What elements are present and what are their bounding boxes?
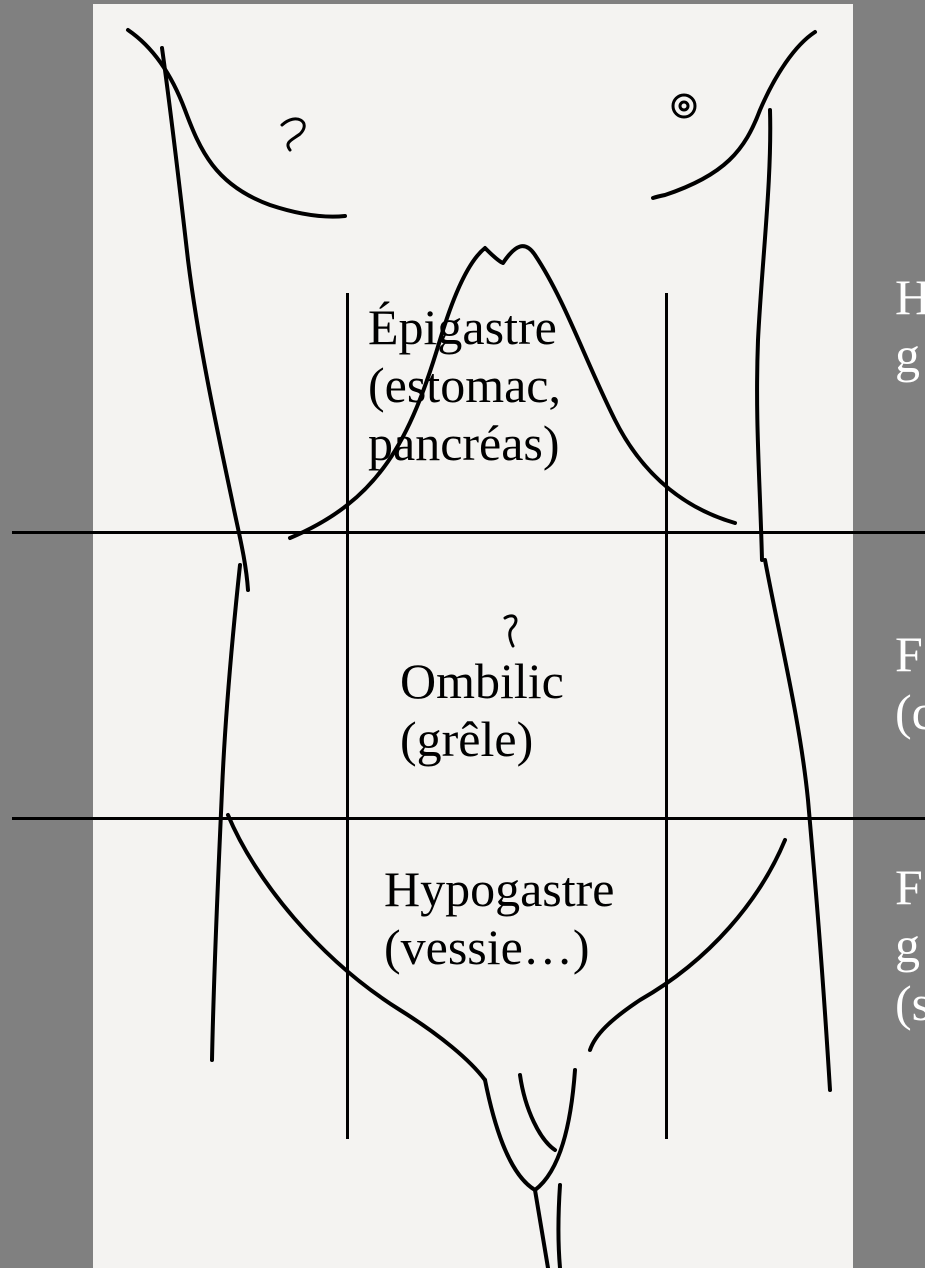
epigastre-label: Épigastre (estomac, pancréas) xyxy=(368,298,561,472)
right-lower-line-3: (s xyxy=(895,974,925,1032)
hypogastre-label: Hypogastre (vessie…) xyxy=(384,860,615,976)
right-middle-line-1: F xyxy=(895,625,925,683)
right-torso-outline xyxy=(757,110,770,560)
epigastre-name: Épigastre xyxy=(368,298,561,356)
right-groin-outline xyxy=(590,840,785,1050)
right-lower-line-1: F xyxy=(895,858,925,916)
right-upper-line-1: H xyxy=(895,268,925,326)
right-middle-label: F (c xyxy=(895,625,925,741)
vertical-line-right xyxy=(665,293,668,1139)
right-flank-outline xyxy=(765,560,830,1090)
right-lower-line-2: g xyxy=(895,916,925,974)
epigastre-organs-2: pancréas) xyxy=(368,414,561,472)
genital-inner xyxy=(520,1075,555,1150)
hypogastre-name: Hypogastre xyxy=(384,860,615,918)
genital-outline xyxy=(485,1070,575,1190)
navel xyxy=(505,616,516,646)
horizontal-line-lower xyxy=(12,817,925,820)
ombilic-name: Ombilic xyxy=(400,652,564,710)
left-nipple xyxy=(282,119,304,150)
right-lower-label: F g (s xyxy=(895,858,925,1032)
vertical-line-left xyxy=(346,293,349,1139)
ombilic-organs: (grêle) xyxy=(400,710,564,768)
epigastre-organs-1: (estomac, xyxy=(368,356,561,414)
left-flank-outline xyxy=(212,565,240,1060)
genital-lower-2 xyxy=(559,1185,561,1268)
right-upper-line-2: g xyxy=(895,326,925,384)
left-arm-outline xyxy=(128,30,345,217)
right-upper-label: H g xyxy=(895,268,925,384)
hypogastre-organs: (vessie…) xyxy=(384,918,615,976)
horizontal-line-upper xyxy=(12,531,925,534)
right-middle-line-2: (c xyxy=(895,683,925,741)
genital-lower xyxy=(535,1190,548,1268)
left-torso-outline xyxy=(162,48,248,590)
ombilic-label: Ombilic (grêle) xyxy=(400,652,564,768)
right-nipple xyxy=(673,95,695,117)
